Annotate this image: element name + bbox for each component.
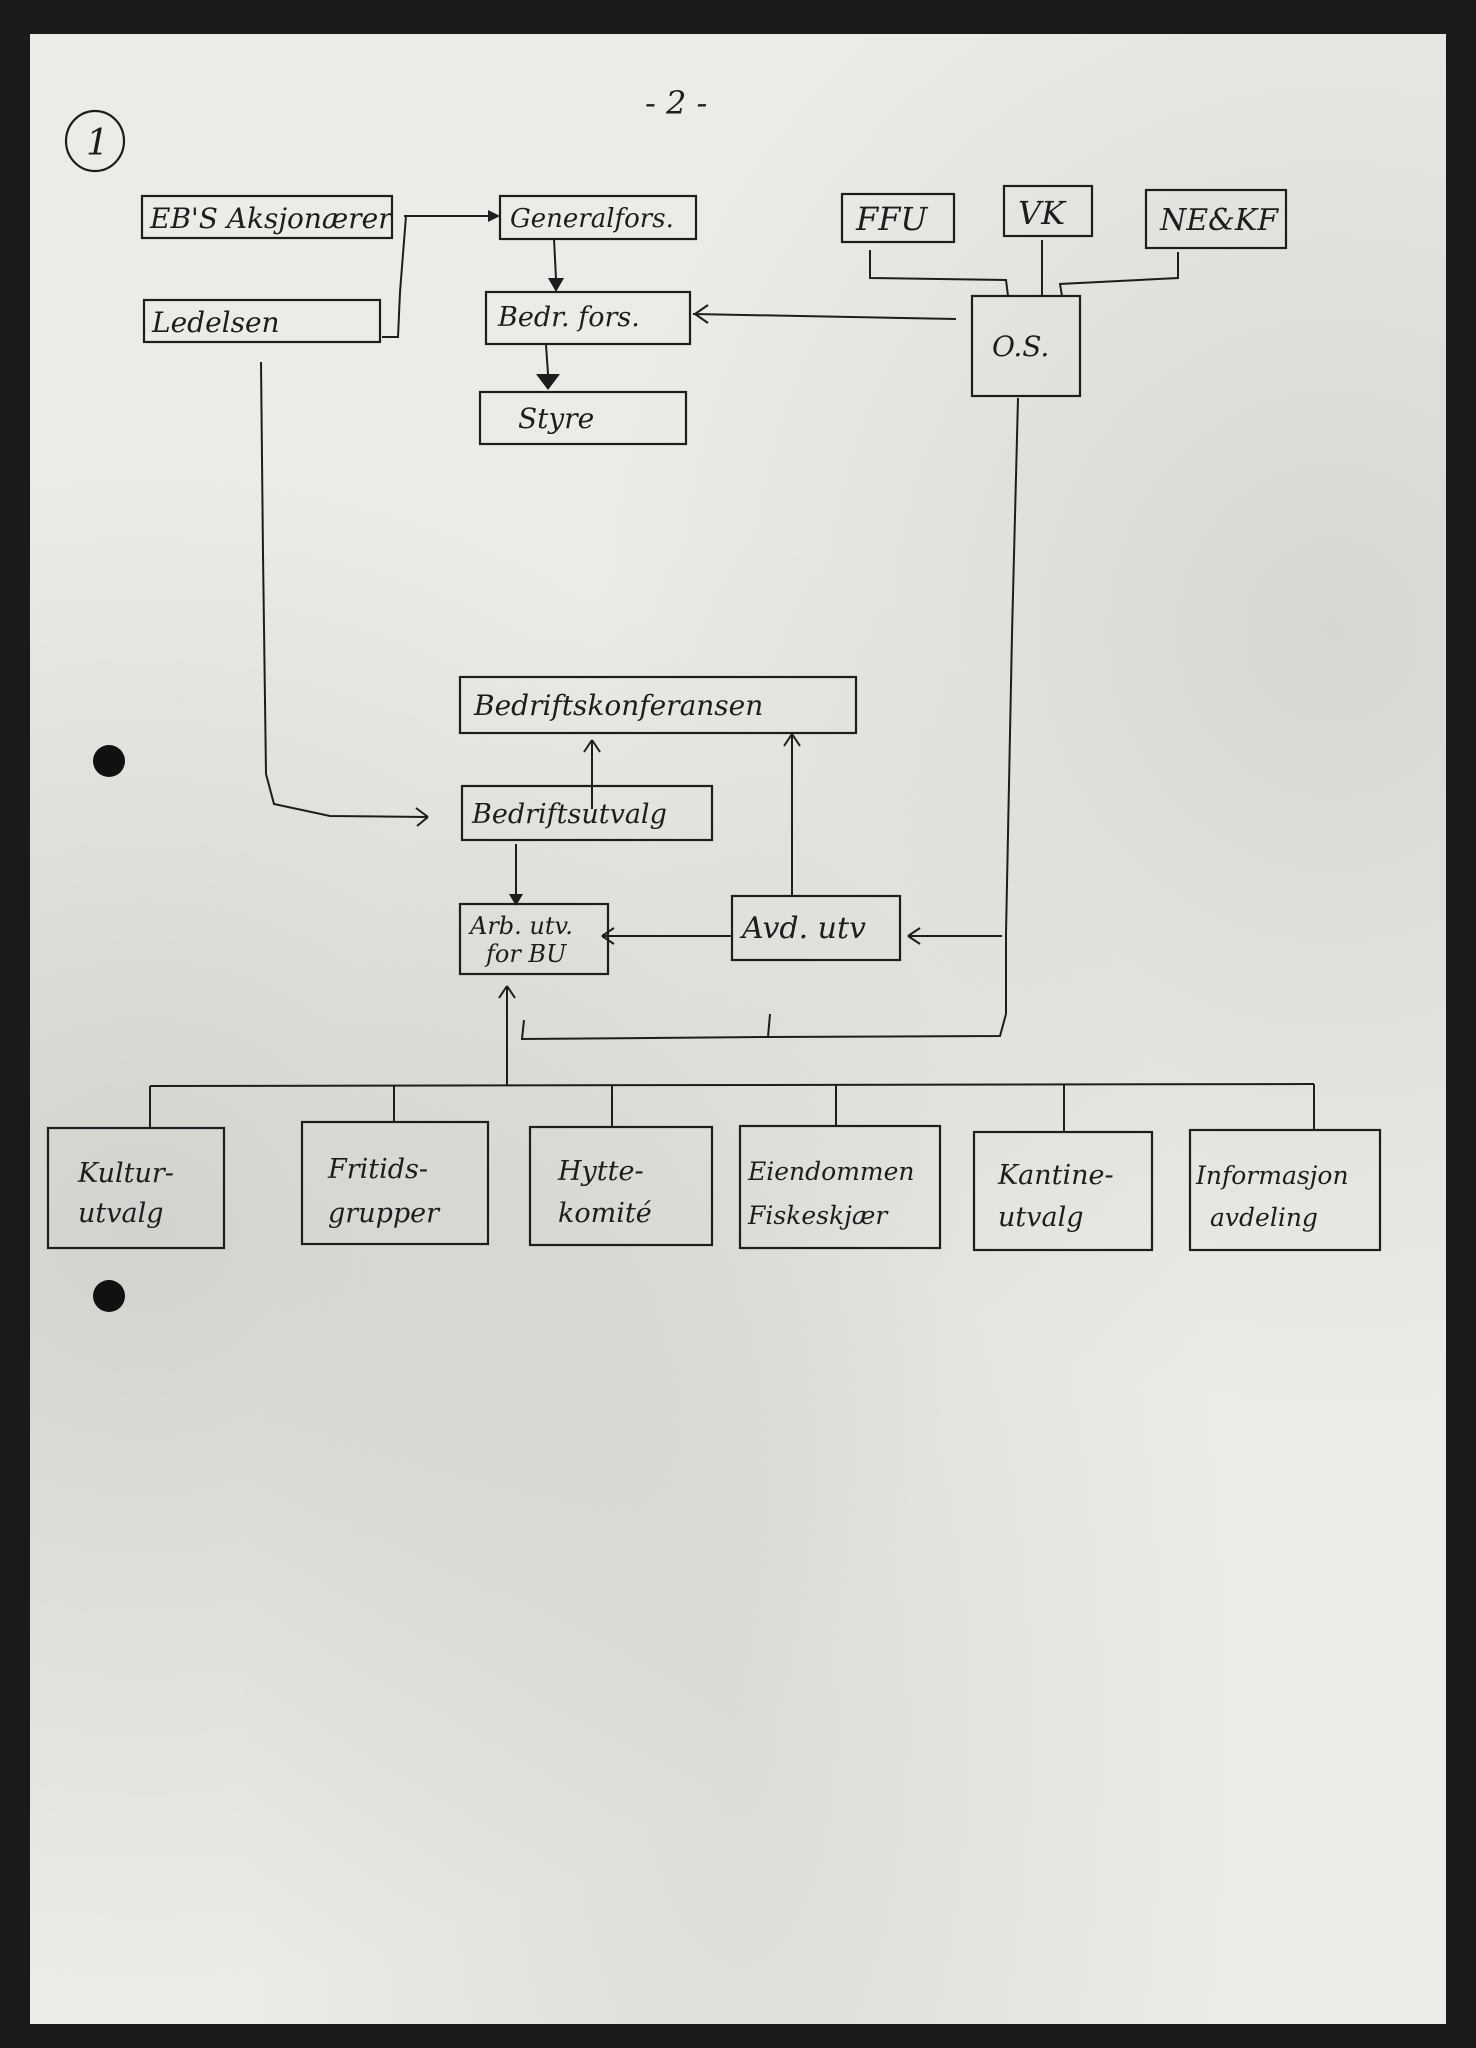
ne-kf-box: NE&KF [1144, 188, 1288, 250]
kantineutvalg-line2: utvalg [998, 1202, 1084, 1233]
generalfors-box: Generalfors. [498, 194, 698, 241]
avd-utv-label: Avd. utv [739, 911, 866, 946]
fritidsgrupper-line2: grupper [328, 1198, 441, 1229]
arb-utv-box: Arb. utv. for BU [458, 902, 610, 976]
arb-utv-label-line2: for BU [484, 940, 567, 968]
bedr-fors-box: Bedr. fors. [484, 290, 692, 346]
bedriftsutvalg-box: Bedriftsutvalg [460, 784, 714, 842]
punch-hole-bottom [93, 1280, 125, 1312]
vk-label: VK [1018, 194, 1067, 232]
bedr-fors-label: Bedr. fors. [497, 302, 640, 333]
kantineutvalg-line1: Kantine- [997, 1160, 1114, 1191]
ledelsen-box: Ledelsen [142, 298, 382, 344]
kulturutvalg-box: Kultur- utvalg [46, 1126, 226, 1250]
org-chart: - 2 - 1 [46, 84, 1382, 1312]
informasjonavdeling-box: Informasjon avdeling [1188, 1128, 1382, 1252]
os-label: O.S. [992, 330, 1049, 363]
ledelsen-label: Ledelsen [151, 306, 280, 339]
styre-box: Styre [478, 390, 688, 446]
eiendommen-line1: Eiendommen [747, 1157, 915, 1186]
informasjon-line2: avdeling [1210, 1203, 1318, 1232]
informasjon-line1: Informasjon [1195, 1161, 1349, 1190]
arb-utv-label-line1: Arb. utv. [468, 912, 573, 940]
os-box: O.S. [970, 294, 1082, 398]
kantineutvalg-box: Kantine- utvalg [972, 1130, 1154, 1252]
eb-aksjonaerer-box: EB'S Aksjonærer [140, 194, 393, 240]
hyttekomite-line1: Hytte- [557, 1156, 644, 1187]
avd-utv-box: Avd. utv [730, 894, 902, 962]
eiendommen-line2: Fiskeskjær [747, 1201, 889, 1230]
circled-number: 1 [86, 123, 109, 164]
vk-box: VK [1002, 184, 1094, 238]
kulturutvalg-line1: Kultur- [77, 1158, 174, 1189]
document-page: - 2 - 1 [30, 34, 1446, 2024]
hyttekomite-line2: komité [558, 1198, 652, 1229]
bedriftskonferansen-label: Bedriftskonferansen [473, 689, 763, 722]
eiendommen-fiskeskjaer-box: Eiendommen Fiskeskjær [738, 1124, 942, 1250]
fritidsgrupper-line1: Fritids- [327, 1154, 428, 1185]
generalfors-label: Generalfors. [510, 204, 674, 234]
page-number: - 2 - [645, 84, 707, 122]
kulturutvalg-line2: utvalg [78, 1198, 164, 1229]
ffu-label: FFU [855, 200, 928, 238]
styre-label: Styre [518, 402, 594, 435]
eb-aksjonaerer-label: EB'S Aksjonærer [149, 202, 393, 235]
bedriftsutvalg-label: Bedriftsutvalg [471, 799, 667, 830]
fritidsgrupper-box: Fritids- grupper [300, 1120, 490, 1246]
hyttekomite-box: Hytte- komité [528, 1125, 714, 1247]
ffu-box: FFU [840, 192, 956, 244]
punch-hole-top [93, 745, 125, 777]
circled-page-marker: 1 [64, 109, 126, 173]
bedriftskonferansen-box: Bedriftskonferansen [458, 675, 858, 735]
ne-kf-label: NE&KF [1159, 203, 1279, 238]
connectors [149, 210, 1315, 1132]
